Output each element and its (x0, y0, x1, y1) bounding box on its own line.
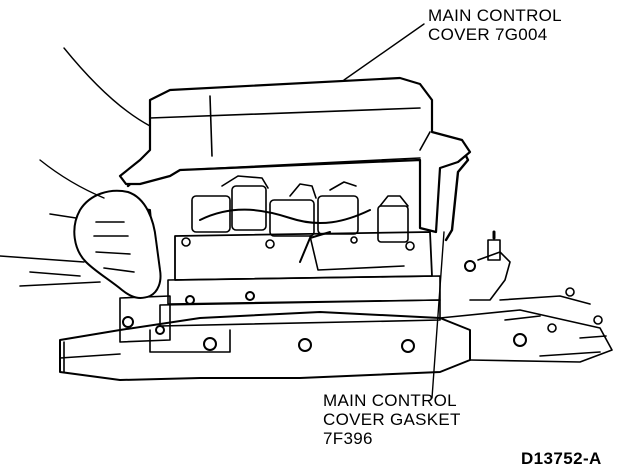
output-linkage (439, 230, 613, 363)
cover-callout-line-1: MAIN CONTROL (428, 6, 562, 25)
gasket-callout-line-2: COVER GASKET (323, 410, 461, 429)
figure-id: D13752-A (521, 449, 602, 468)
leader-lines (343, 23, 445, 399)
valve-body (174, 175, 433, 281)
cover-leader-line (343, 23, 425, 81)
main-control-cover (118, 76, 472, 234)
technician-hand (0, 47, 162, 299)
gasket-callout-line-3: 7F396 (323, 429, 373, 448)
gasket-callout-line-1: MAIN CONTROL (323, 391, 457, 410)
transmission-case (59, 275, 471, 381)
gasket-callout: MAIN CONTROL COVER GASKET 7F396 (323, 391, 461, 448)
cover-callout: MAIN CONTROL COVER 7G004 (428, 6, 562, 44)
cover-callout-line-2: COVER 7G004 (428, 25, 548, 44)
gasket-leader-line (431, 231, 445, 399)
